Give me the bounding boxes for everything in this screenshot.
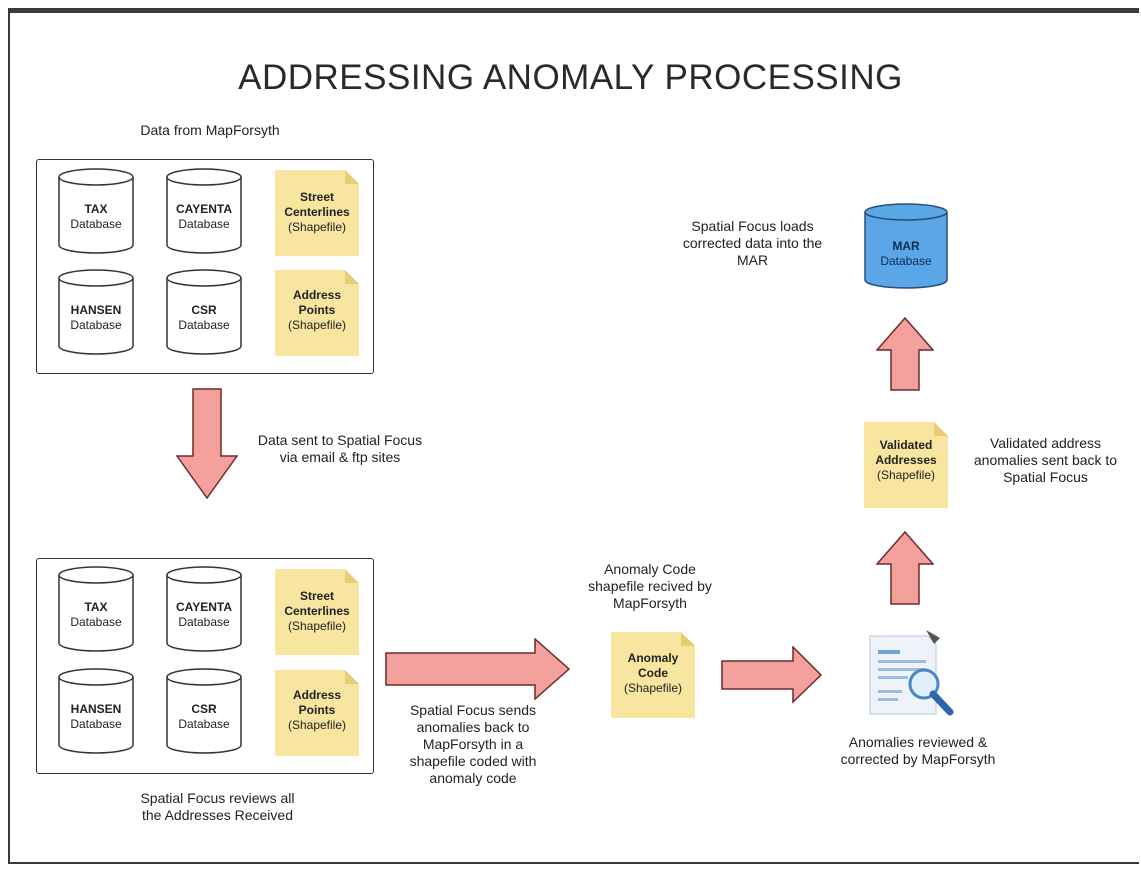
- shapefile-name: Centerlines: [284, 604, 350, 618]
- db-name: HANSEN: [70, 702, 122, 716]
- db-name: MAR: [892, 239, 920, 253]
- review-caption: Spatial Focus reviews all the Addresses …: [140, 790, 295, 823]
- diagram-frame: [8, 8, 1139, 864]
- step-anomalies-back-text: Spatial Focus sends anomalies back to Ma…: [409, 702, 537, 786]
- shapefile-name: Code: [638, 666, 668, 680]
- shapefile-type: (Shapefile): [287, 619, 347, 633]
- shapefile-type: (Shapefile): [287, 318, 347, 332]
- arrow-right-icon: [721, 646, 823, 704]
- shapefile-name: Points: [298, 303, 336, 317]
- arrow-up-icon: [876, 530, 934, 605]
- db-name: TAX: [84, 600, 108, 614]
- shapefile-name: Street: [299, 589, 334, 603]
- db-type: Database: [70, 217, 122, 231]
- shapefile-name: Address: [292, 288, 342, 302]
- db-type: Database: [178, 318, 230, 332]
- validated-caption: Validated address anomalies sent back to…: [973, 435, 1118, 485]
- db-type: Database: [70, 717, 122, 731]
- db-type: Database: [178, 217, 230, 231]
- db-type: Database: [70, 615, 122, 629]
- arrow-right-icon: [385, 638, 571, 700]
- shapefile-name: Centerlines: [284, 205, 350, 219]
- mar-caption: Spatial Focus loads corrected data into …: [682, 218, 823, 268]
- shapefile-name: Addresses: [875, 453, 937, 467]
- shapefile-name: Address: [292, 688, 342, 702]
- db-name: CSR: [191, 702, 217, 716]
- db-name: CAYENTA: [175, 202, 232, 216]
- db-type: Database: [70, 318, 122, 332]
- shapefile-type: (Shapefile): [287, 220, 347, 234]
- shapefile-type: (Shapefile): [623, 681, 683, 695]
- reviewed-text: Anomalies reviewed & corrected by MapFor…: [840, 734, 996, 767]
- shapefile-name: Points: [298, 703, 336, 717]
- shapefile-type: (Shapefile): [876, 468, 936, 482]
- shapefile-name: Anomaly: [627, 651, 679, 665]
- report-search-icon: [869, 630, 954, 716]
- db-type: Database: [880, 254, 932, 268]
- source-caption: Data from MapForsyth: [140, 122, 280, 138]
- db-name: TAX: [84, 202, 108, 216]
- db-type: Database: [178, 615, 230, 629]
- anomaly-received-text: Anomaly Code shapefile recived by MapFor…: [588, 561, 712, 611]
- arrow-down-icon: [176, 388, 238, 500]
- db-type: Database: [178, 717, 230, 731]
- step-send-text: Data sent to Spatial Focus via email & f…: [257, 432, 423, 465]
- shapefile-type: (Shapefile): [287, 718, 347, 732]
- shapefile-name: Validated: [879, 438, 933, 452]
- db-name: HANSEN: [70, 303, 122, 317]
- db-name: CAYENTA: [175, 600, 232, 614]
- db-name: CSR: [191, 303, 217, 317]
- shapefile-name: Street: [299, 190, 334, 204]
- arrow-up-icon: [876, 316, 934, 391]
- page-title: ADDRESSING ANOMALY PROCESSING: [238, 58, 903, 97]
